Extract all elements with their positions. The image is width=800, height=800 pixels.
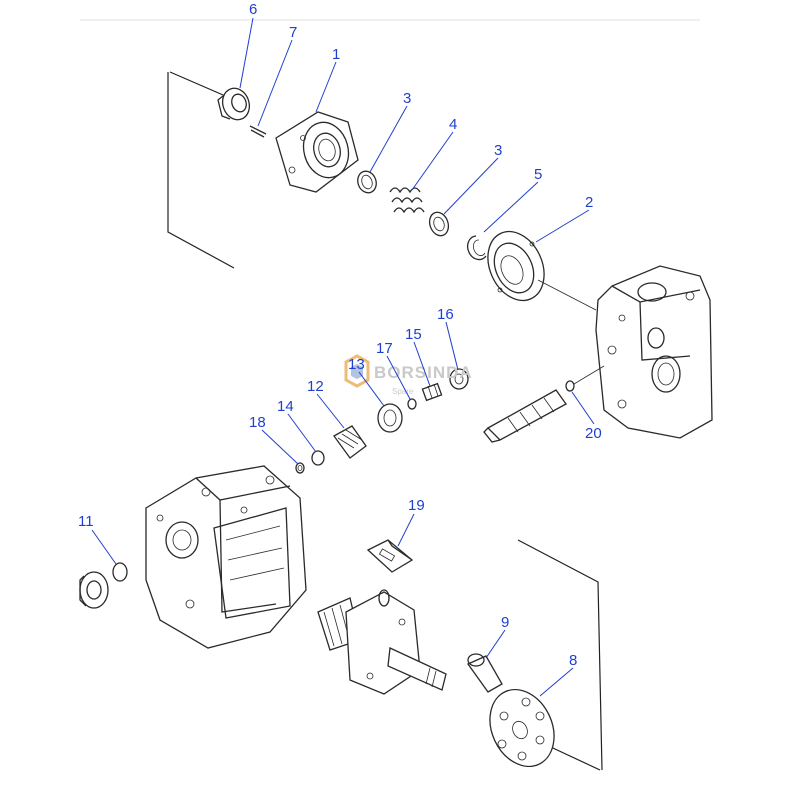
callout-12: 12 [307, 378, 324, 395]
left-seal [79, 571, 109, 609]
callout-20: 20 [585, 425, 602, 442]
right-housing [595, 265, 713, 439]
part-16-nut [449, 368, 469, 390]
part-19-key [366, 539, 414, 573]
part-13-nut [377, 403, 403, 433]
callout-2: 2 [585, 194, 593, 211]
part-12-adjuster [333, 425, 367, 459]
callout-17: 17 [376, 340, 393, 357]
callout-16: 16 [437, 306, 454, 323]
watermark-sub: Spare [392, 387, 414, 396]
part-20-spool [483, 380, 575, 443]
watermark-brand: BORSINDA [374, 363, 473, 382]
part-9-pin [467, 653, 503, 693]
part-6-seal [217, 87, 251, 121]
callout-19: 19 [408, 497, 425, 514]
part-17-o-ring [407, 398, 417, 410]
callout-9: 9 [501, 614, 509, 631]
part-20-lead-line [573, 365, 605, 385]
part-18-o-ring [295, 462, 305, 474]
callout-13: 13 [348, 356, 365, 373]
part-7-pin [249, 125, 267, 138]
part-14-o-ring [311, 450, 325, 466]
part-2-lead-line [537, 279, 597, 311]
left-housing [145, 465, 307, 649]
callout-4: 4 [449, 116, 457, 133]
callout-7: 7 [289, 24, 297, 41]
frame-line-lower-right [517, 539, 603, 771]
part-2-valve-plate [487, 230, 545, 302]
part-3b-ring [428, 211, 450, 237]
watermark: BORSINDA Spare [344, 354, 473, 396]
leader-lines [91, 17, 595, 697]
callout-6: 6 [249, 1, 257, 18]
callout-labels: 6 7 1 3 4 3 5 2 16 15 17 13 12 14 18 20 … [78, 1, 602, 669]
callout-11: 11 [78, 513, 94, 530]
part-1-bearing-block [275, 111, 359, 193]
shaft-flange-assembly [317, 589, 447, 695]
callout-3b: 3 [494, 142, 502, 159]
callout-5: 5 [534, 166, 542, 183]
frame-line-upper-left [167, 72, 235, 269]
part-8-retainer-plate [489, 688, 555, 768]
part-15-plug [421, 382, 443, 402]
callout-15: 15 [405, 326, 422, 343]
frame-line-upper-top [169, 71, 231, 99]
callout-3a: 3 [403, 90, 411, 107]
part-5-snap-ring [466, 235, 487, 261]
callout-14: 14 [277, 398, 294, 415]
part-3a-ring [357, 170, 377, 194]
callout-18: 18 [249, 414, 266, 431]
watermark-logo-icon [344, 354, 370, 388]
callout-8: 8 [569, 652, 577, 669]
part-11-o-ring [112, 562, 128, 582]
callout-1: 1 [332, 46, 340, 63]
part-4-spring [389, 187, 425, 214]
